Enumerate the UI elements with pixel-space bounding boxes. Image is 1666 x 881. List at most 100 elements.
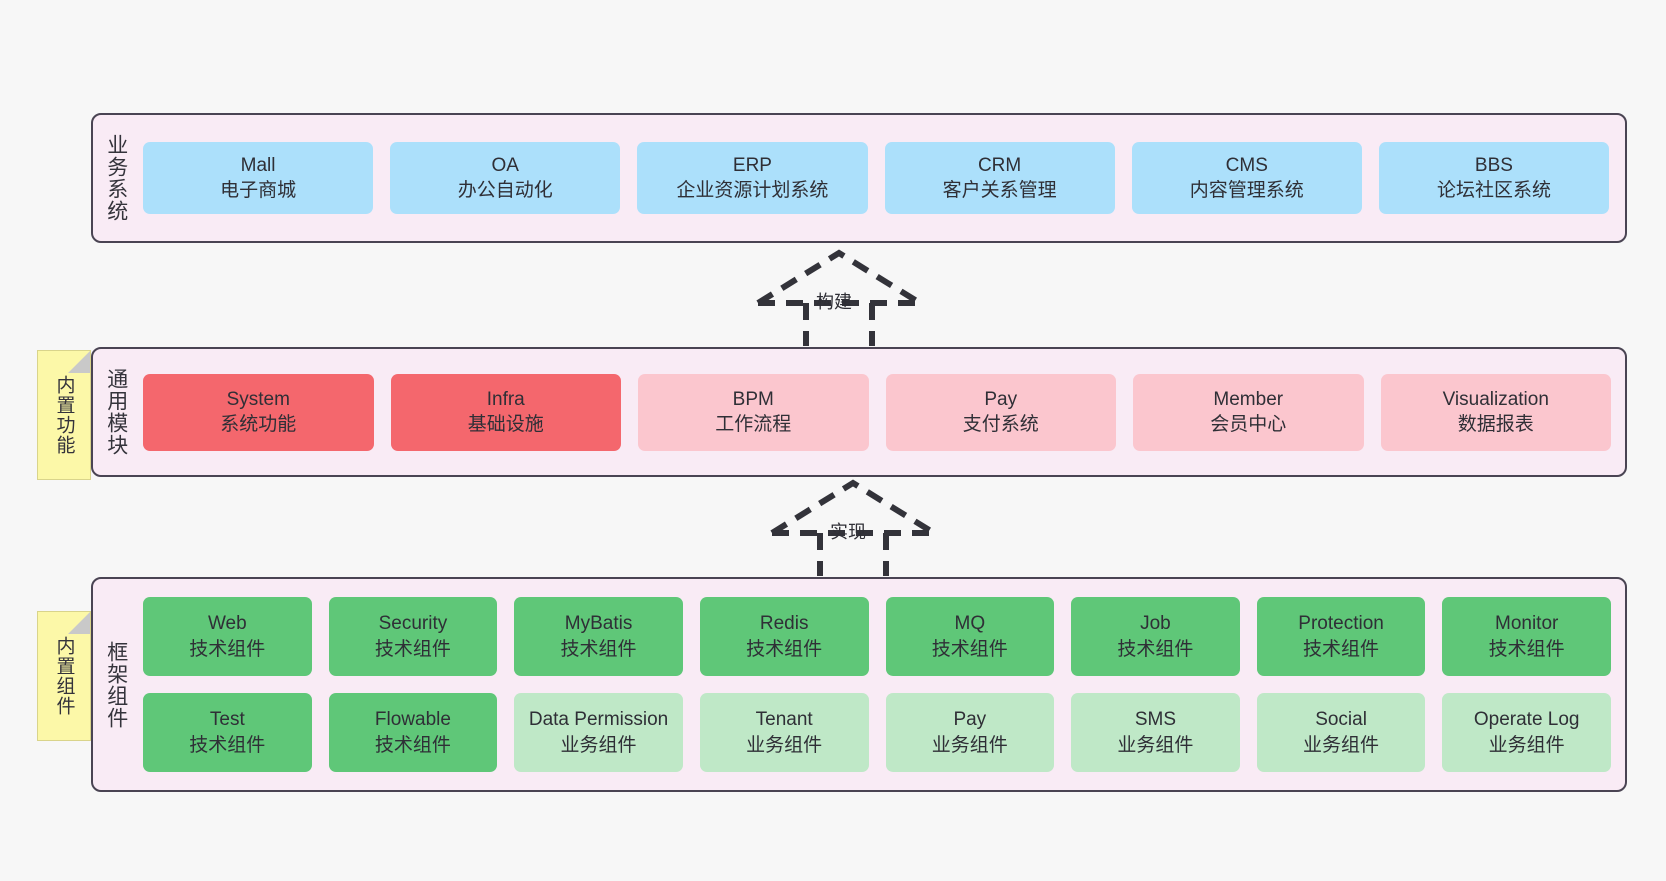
module-card-title: Data Permission [528, 709, 669, 731]
module-card-title: Flowable [374, 709, 451, 731]
module-card-title: Mall [240, 154, 276, 176]
module-card-subtitle: 业务组件 [746, 734, 823, 756]
module-card-title: CRM [977, 154, 1022, 176]
layer-business-system[interactable]: 业务系统 Mall 电子商城 OA 办公自动化 ERP 企业资源计划系统 CRM… [91, 113, 1627, 243]
module-card-title: BBS [1474, 154, 1513, 176]
module-card-subtitle: 客户关系管理 [942, 180, 1057, 201]
module-card-subtitle: 技术组件 [1488, 638, 1565, 660]
module-card-title: MyBatis [564, 613, 633, 635]
layer-row: Mall 电子商城 OA 办公自动化 ERP 企业资源计划系统 CRM 客户关系… [143, 142, 1610, 214]
module-card-subtitle: 内容管理系统 [1189, 180, 1304, 201]
module-card-subtitle: 论坛社区系统 [1436, 180, 1551, 201]
module-card-job[interactable]: Job 技术组件 [1071, 597, 1240, 676]
module-card-title: Social [1315, 709, 1367, 731]
layer-body-framework-component: Web 技术组件 Security 技术组件 MyBatis 技术组件 Redi… [139, 579, 1625, 790]
module-card-title: Protection [1298, 613, 1384, 635]
module-card-social[interactable]: Social 业务组件 [1256, 693, 1426, 772]
module-card-title: Monitor [1495, 613, 1559, 635]
module-card-mq[interactable]: MQ 技术组件 [885, 597, 1055, 676]
module-card-title: Web [207, 613, 247, 635]
module-card-subtitle: 支付系统 [962, 414, 1039, 435]
layer-label-framework-component: 框架组件 [104, 640, 128, 729]
module-card-monitor[interactable]: Monitor 技术组件 [1442, 597, 1611, 676]
module-card-subtitle: 技术组件 [189, 734, 266, 756]
layer-row: Test 技术组件 Flowable 技术组件 Data Permission … [143, 693, 1611, 772]
module-card-subtitle: 业务组件 [931, 734, 1008, 756]
realization-arrowhead-icon [770, 479, 936, 536]
module-card-web[interactable]: Web 技术组件 [143, 597, 312, 676]
module-card-sms[interactable]: SMS 业务组件 [1071, 693, 1240, 772]
module-card-subtitle: 工作流程 [715, 414, 792, 435]
module-card-title: Visualization [1442, 388, 1549, 410]
module-card-data-permission[interactable]: Data Permission 业务组件 [514, 693, 683, 772]
module-card-title: Redis [759, 613, 809, 635]
module-card-system[interactable]: System 系统功能 [143, 373, 374, 451]
module-card-title: BPM [732, 388, 774, 410]
module-card-subtitle: 技术组件 [560, 638, 637, 660]
module-card-subtitle: 业务组件 [1117, 734, 1194, 756]
module-card-crm[interactable]: CRM 客户关系管理 [884, 142, 1115, 214]
module-card-title: ERP [732, 154, 772, 176]
module-card-title: Job [1140, 613, 1171, 635]
module-card-title: CMS [1225, 154, 1268, 176]
module-card-title: Pay [984, 388, 1018, 410]
module-card-subtitle: 业务组件 [1488, 734, 1565, 756]
module-card-subtitle: 企业资源计划系统 [676, 180, 829, 201]
module-card-protection[interactable]: Protection 技术组件 [1256, 597, 1426, 676]
connector-label-build: 构建 [816, 292, 852, 312]
module-card-mall[interactable]: Mall 电子商城 [143, 142, 374, 214]
module-card-title: Tenant [755, 709, 813, 731]
connector-build: 构建 [744, 247, 934, 347]
module-card-title: SMS [1134, 709, 1177, 731]
module-card-subtitle: 技术组件 [1303, 638, 1380, 660]
layer-label-business-system: 业务系统 [104, 134, 128, 222]
module-card-operate-log[interactable]: Operate Log 业务组件 [1442, 693, 1611, 772]
module-card-cms[interactable]: CMS 内容管理系统 [1131, 142, 1362, 214]
module-card-bbs[interactable]: BBS 论坛社区系统 [1378, 142, 1610, 214]
module-card-subtitle: 业务组件 [1303, 734, 1380, 756]
sticky-note-builtin-components[interactable]: 内置组件 [37, 611, 91, 741]
module-card-subtitle: 技术组件 [189, 638, 266, 660]
module-card-subtitle: 办公自动化 [457, 180, 553, 201]
module-card-member[interactable]: Member 会员中心 [1133, 373, 1364, 451]
module-card-subtitle: 会员中心 [1210, 414, 1287, 435]
module-card-subtitle: 系统功能 [220, 414, 297, 435]
module-card-title: Pay [953, 709, 987, 731]
module-card-tenant[interactable]: Tenant 业务组件 [699, 693, 869, 772]
module-card-infra[interactable]: Infra 基础设施 [390, 373, 621, 451]
module-card-mybatis[interactable]: MyBatis 技术组件 [514, 597, 683, 676]
module-card-visualization[interactable]: Visualization 数据报表 [1380, 373, 1611, 451]
module-card-subtitle: 技术组件 [746, 638, 823, 660]
sticky-note-label: 内置功能 [53, 375, 75, 455]
module-card-pay[interactable]: Pay 支付系统 [885, 373, 1116, 451]
connector-implement: 实现 [758, 477, 948, 577]
module-card-title: Infra [486, 388, 525, 410]
module-card-oa[interactable]: OA 办公自动化 [390, 142, 621, 214]
layer-body-business-system: Mall 电子商城 OA 办公自动化 ERP 企业资源计划系统 CRM 客户关系… [139, 115, 1625, 241]
module-card-subtitle: 技术组件 [374, 734, 451, 756]
module-card-title: Security [378, 613, 448, 635]
module-card-flowable[interactable]: Flowable 技术组件 [328, 693, 498, 772]
layer-row: Web 技术组件 Security 技术组件 MyBatis 技术组件 Redi… [143, 597, 1611, 676]
module-card-subtitle: 电子商城 [220, 180, 297, 201]
layer-common-module[interactable]: 通用模块 System 系统功能 Infra 基础设施 BPM 工作流程 Pay… [91, 347, 1627, 477]
module-card-title: Operate Log [1473, 709, 1580, 731]
layer-framework-component[interactable]: 框架组件 Web 技术组件 Security 技术组件 MyBatis 技术组件… [91, 577, 1627, 792]
module-card-erp[interactable]: ERP 企业资源计划系统 [637, 142, 868, 214]
module-card-test[interactable]: Test 技术组件 [143, 693, 312, 772]
realization-arrowhead-icon [756, 249, 922, 306]
layer-body-common-module: System 系统功能 Infra 基础设施 BPM 工作流程 Pay 支付系统… [139, 349, 1625, 475]
sticky-note-builtin-features[interactable]: 内置功能 [37, 350, 91, 480]
module-card-subtitle: 数据报表 [1457, 414, 1534, 435]
module-card-security[interactable]: Security 技术组件 [328, 597, 498, 676]
module-card-bpm[interactable]: BPM 工作流程 [638, 373, 869, 451]
module-card-subtitle: 业务组件 [560, 734, 637, 756]
module-card-redis[interactable]: Redis 技术组件 [699, 597, 869, 676]
module-card-subtitle: 技术组件 [374, 638, 451, 660]
module-card-title: System [226, 388, 290, 410]
module-card-pay-business[interactable]: Pay 业务组件 [885, 693, 1055, 772]
connector-label-implement: 实现 [830, 522, 866, 542]
module-card-subtitle: 技术组件 [1117, 638, 1194, 660]
sticky-note-label: 内置组件 [53, 636, 75, 716]
